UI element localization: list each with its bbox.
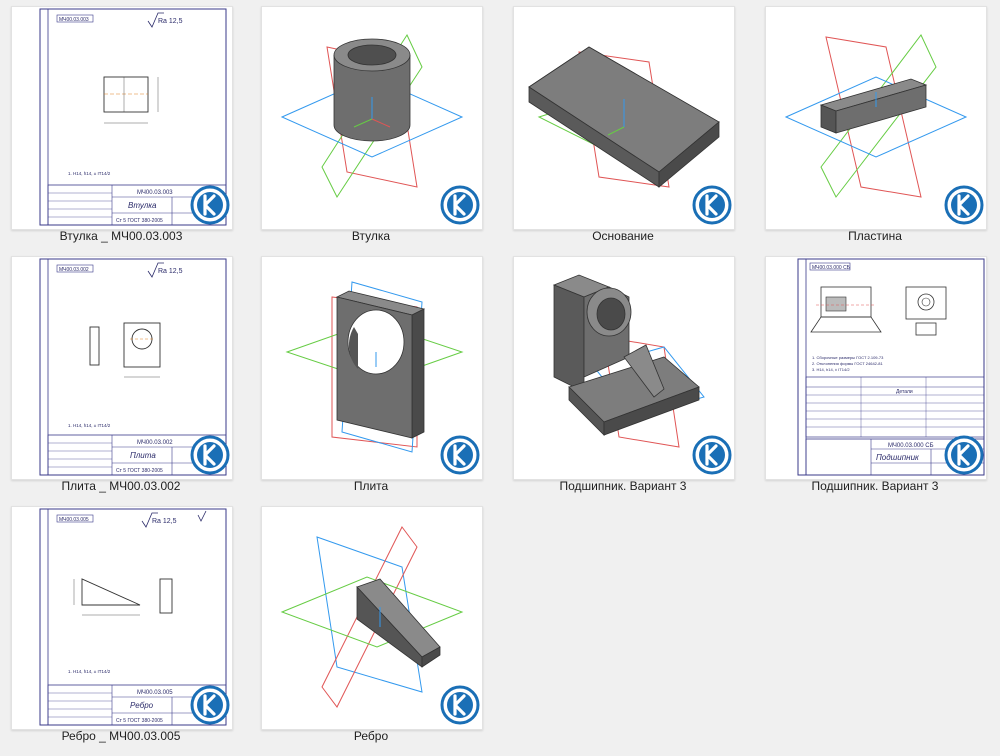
drawing-sheet: МЧ00.03.002 Ra 12,5 1. Н14, h14, ± IT14/…	[39, 258, 227, 476]
model-thumbnail	[261, 6, 483, 230]
file-tile[interactable]: Втулка	[250, 0, 500, 250]
kompas-logo-icon	[944, 435, 984, 475]
model-thumbnail	[765, 6, 987, 230]
svg-text:Втулка: Втулка	[128, 201, 157, 210]
svg-text:1. Сборочные размеры ГОСТ 2.10: 1. Сборочные размеры ГОСТ 2.109-73	[812, 355, 884, 360]
svg-text:Ст 5 ГОСТ 380-2005: Ст 5 ГОСТ 380-2005	[116, 468, 163, 474]
svg-text:МЧ00.03.005: МЧ00.03.005	[59, 517, 89, 523]
file-name: Втулка _ МЧ00.03.003	[59, 229, 183, 243]
file-name: Втулка	[351, 229, 391, 243]
svg-text:Детали: Детали	[896, 389, 913, 395]
model-thumbnail	[513, 256, 735, 480]
svg-text:2. Отклонения формы ГОСТ 24642: 2. Отклонения формы ГОСТ 24642-81	[812, 361, 883, 366]
svg-text:МЧ00.03.000 СБ: МЧ00.03.000 СБ	[888, 443, 934, 449]
file-tile[interactable]: МЧ00.03.002 Ra 12,5 1. Н14, h14, ± IT14/…	[0, 250, 250, 500]
drawing-thumbnail: МЧ00.03.000 СБ 1. Сборочные размеры ГОСТ…	[765, 256, 987, 480]
svg-text:Ra 12,5: Ra 12,5	[158, 18, 183, 25]
svg-text:1. Н14, h14, ± IT14/2: 1. Н14, h14, ± IT14/2	[68, 669, 111, 674]
svg-text:3. Н14, h14, ± IT14/2: 3. Н14, h14, ± IT14/2	[812, 367, 850, 372]
svg-text:Подшипник: Подшипник	[876, 453, 920, 462]
svg-text:МЧ00.03.005: МЧ00.03.005	[137, 690, 173, 696]
model-thumbnail	[513, 6, 735, 230]
model-thumbnail	[261, 506, 483, 730]
model-view	[280, 526, 464, 708]
kompas-logo-icon	[190, 685, 230, 725]
kompas-logo-icon	[440, 685, 480, 725]
file-name: Плита _ МЧ00.03.002	[61, 479, 181, 493]
svg-text:Ra 12,5: Ra 12,5	[158, 268, 183, 275]
drawing-thumbnail: МЧ00.03.005 Ra 12,5 1. Н14, h14, ± IT14/…	[11, 506, 233, 730]
file-tile[interactable]: МЧ00.03.000 СБ 1. Сборочные размеры ГОСТ…	[754, 250, 1000, 500]
svg-text:1. Н14, h14, ± IT14/2: 1. Н14, h14, ± IT14/2	[68, 171, 111, 176]
model-view	[784, 34, 968, 198]
file-name: Пластина	[848, 229, 902, 243]
file-name: Основание	[592, 229, 654, 243]
svg-text:Ст 5 ГОСТ 380-2005: Ст 5 ГОСТ 380-2005	[116, 218, 163, 224]
file-tile[interactable]: Основание	[502, 0, 752, 250]
file-tile[interactable]: МЧ00.03.003 Ra 12,5 1. Н14, h14, ± IT14/…	[0, 0, 250, 250]
model-view	[280, 33, 464, 199]
file-name: Ребро	[353, 729, 389, 743]
svg-text:Ст 5 ГОСТ 380-2005: Ст 5 ГОСТ 380-2005	[116, 718, 163, 724]
svg-text:МЧ00.03.002: МЧ00.03.002	[59, 267, 89, 273]
file-name: Ребро _ МЧ00.03.005	[61, 729, 181, 743]
file-tile[interactable]: Ребро	[250, 500, 500, 750]
kompas-logo-icon	[190, 185, 230, 225]
file-tile[interactable]: Подшипник. Вариант 3	[502, 250, 752, 500]
kompas-logo-icon	[944, 185, 984, 225]
svg-text:Ребро: Ребро	[130, 701, 154, 710]
file-name: Подшипник. Вариант 3	[811, 479, 939, 493]
kompas-logo-icon	[190, 435, 230, 475]
svg-text:МЧ00.03.002: МЧ00.03.002	[137, 440, 173, 446]
model-view	[552, 274, 705, 448]
svg-text:Плита: Плита	[130, 451, 156, 460]
drawing-thumbnail: МЧ00.03.003 Ra 12,5 1. Н14, h14, ± IT14/…	[11, 6, 233, 230]
kompas-logo-icon	[692, 435, 732, 475]
model-thumbnail	[261, 256, 483, 480]
file-name: Подшипник. Вариант 3	[559, 479, 687, 493]
svg-text:Ra 12,5: Ra 12,5	[152, 518, 177, 525]
file-tile[interactable]: МЧ00.03.005 Ra 12,5 1. Н14, h14, ± IT14/…	[0, 500, 250, 750]
kompas-logo-icon	[692, 185, 732, 225]
svg-text:МЧ00.03.003: МЧ00.03.003	[59, 17, 89, 23]
file-name: Плита	[353, 479, 389, 493]
file-tile[interactable]: Плита	[250, 250, 500, 500]
svg-text:1. Н14, h14, ± IT14/2: 1. Н14, h14, ± IT14/2	[68, 423, 111, 428]
kompas-logo-icon	[440, 435, 480, 475]
svg-text:МЧ00.03.003: МЧ00.03.003	[137, 190, 173, 196]
svg-text:МЧ00.03.000 СБ: МЧ00.03.000 СБ	[812, 265, 851, 271]
drawing-sheet: МЧ00.03.003 Ra 12,5 1. Н14, h14, ± IT14/…	[39, 8, 227, 226]
kompas-logo-icon	[440, 185, 480, 225]
file-tile[interactable]: Пластина	[754, 0, 1000, 250]
model-view	[528, 46, 720, 188]
drawing-thumbnail: МЧ00.03.002 Ra 12,5 1. Н14, h14, ± IT14/…	[11, 256, 233, 480]
model-view	[285, 281, 464, 453]
